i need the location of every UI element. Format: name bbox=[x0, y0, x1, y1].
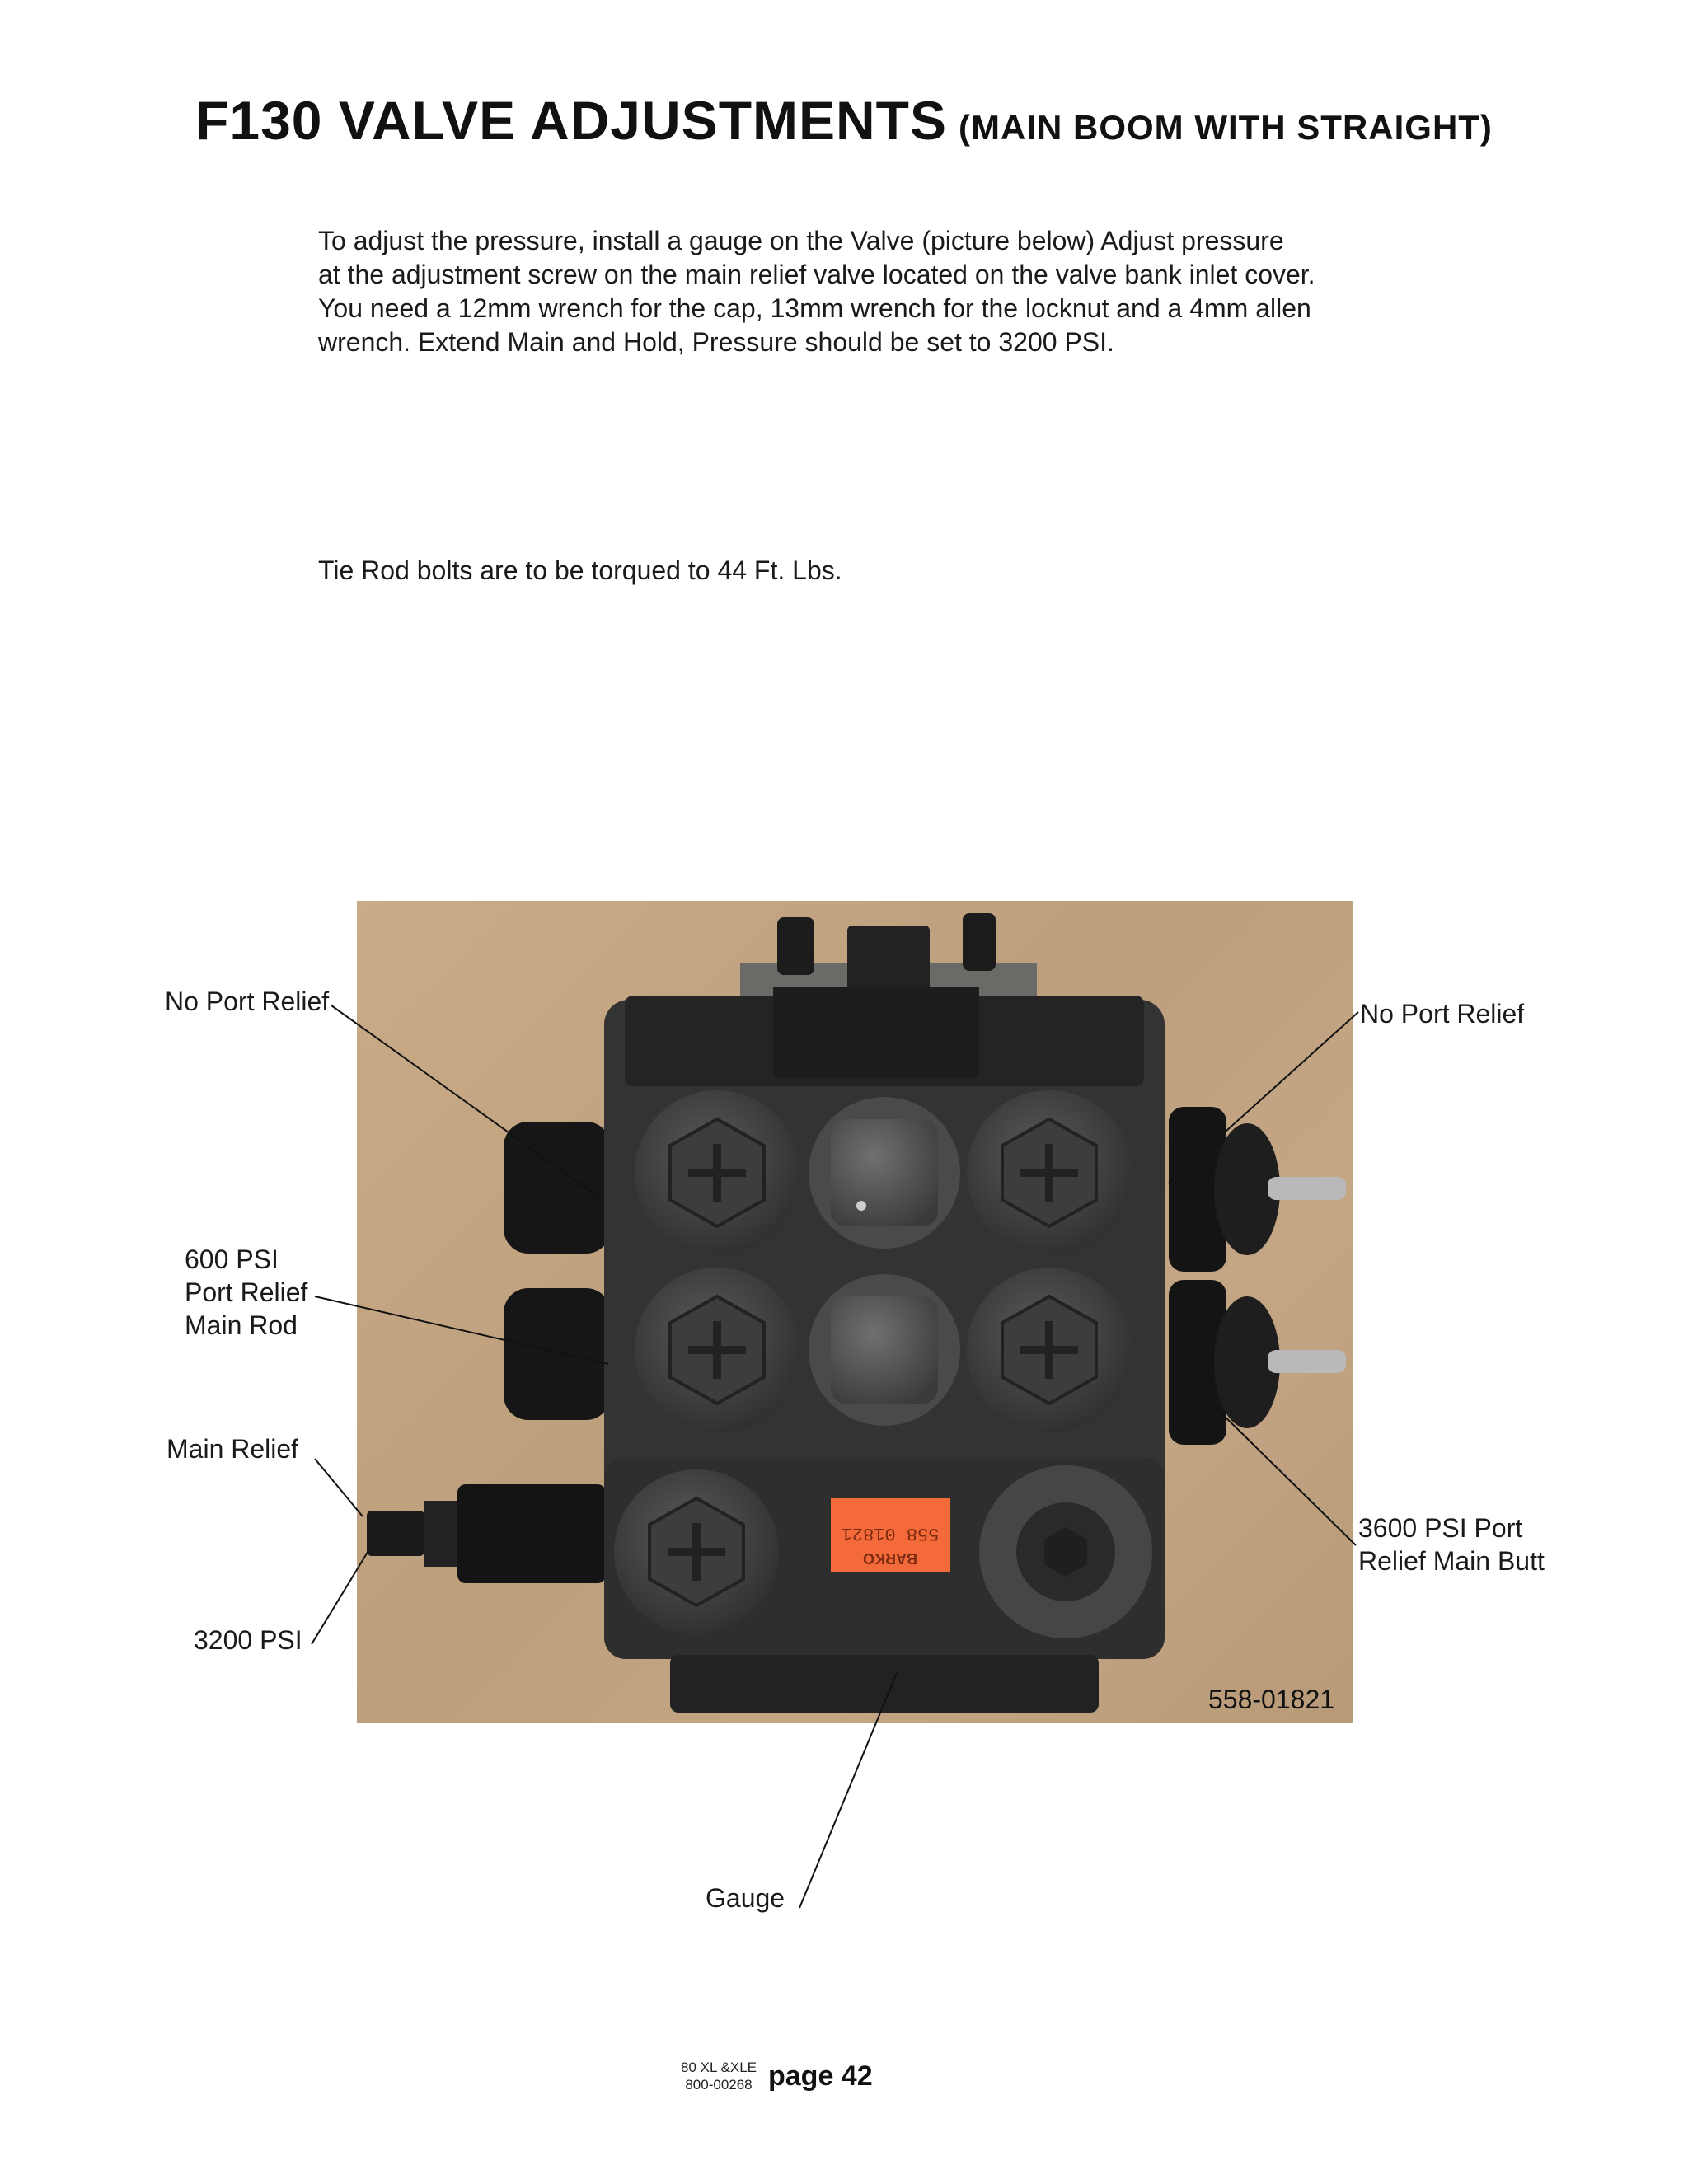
page-number: page 42 bbox=[768, 2060, 873, 2092]
title-main: F130 VALVE ADJUSTMENTS bbox=[195, 90, 948, 151]
top-fitting-right bbox=[963, 913, 996, 971]
callout-gauge: Gauge bbox=[706, 1883, 785, 1913]
plug-upper bbox=[809, 1097, 960, 1249]
valve-top-block bbox=[773, 987, 979, 1078]
callout-main-relief: Main Relief bbox=[166, 1434, 299, 1464]
right-spool-cap-lower bbox=[1169, 1280, 1226, 1445]
intro-paragraph: To adjust the pressure, install a gauge … bbox=[318, 224, 1390, 359]
left-port-lower bbox=[504, 1288, 611, 1420]
callout-line: Main Rod bbox=[185, 1310, 298, 1340]
valve-illustration: 558 01821 BARKO bbox=[367, 913, 1346, 1713]
leader-main-relief bbox=[314, 1458, 363, 1517]
callout-no-port-relief-right: No Port Relief bbox=[1360, 999, 1525, 1029]
valve-photo: 558 01821 BARKO bbox=[357, 901, 1353, 1723]
nameplate-brand: BARKO bbox=[863, 1550, 917, 1567]
intro-line: You need a 12mm wrench for the cap, 13mm… bbox=[318, 293, 1311, 323]
callout-line: Relief Main Butt bbox=[1358, 1546, 1545, 1576]
relief-cap-top-left bbox=[635, 1090, 799, 1255]
title-subtitle: (MAIN BOOM WITH STRAIGHT) bbox=[959, 108, 1493, 147]
nameplate-number: 558 01821 bbox=[842, 1523, 940, 1544]
main-relief-body bbox=[457, 1484, 606, 1583]
callout-3600-psi-port-relief: 3600 PSI Port Relief Main Butt bbox=[1358, 1511, 1545, 1577]
callout-line: 3600 PSI Port bbox=[1358, 1513, 1523, 1543]
top-fitting-center bbox=[847, 926, 930, 991]
left-port-upper bbox=[504, 1122, 611, 1254]
main-relief-tip bbox=[367, 1511, 424, 1556]
top-fitting-left bbox=[777, 917, 814, 975]
page-title: F130 VALVE ADJUSTMENTS (MAIN BOOM WITH ST… bbox=[0, 89, 1688, 152]
plug-lower bbox=[809, 1274, 960, 1426]
intro-line: To adjust the pressure, install a gauge … bbox=[318, 226, 1284, 255]
relief-cap-mid-left bbox=[635, 1268, 799, 1432]
spool-rod-upper bbox=[1268, 1177, 1346, 1200]
footer-doc-info: 80 XL &XLE 800-00268 bbox=[681, 2059, 757, 2093]
bottom-fittings bbox=[670, 1655, 1099, 1713]
page-footer: 80 XL &XLE 800-00268 page 42 bbox=[681, 2059, 873, 2093]
relief-cap-mid-right bbox=[967, 1268, 1132, 1432]
barko-nameplate: 558 01821 BARKO bbox=[831, 1498, 950, 1572]
right-boots bbox=[1214, 1123, 1280, 1428]
intro-line: at the adjustment screw on the main reli… bbox=[318, 260, 1315, 289]
callout-line: 600 PSI bbox=[185, 1244, 279, 1274]
spool-rod-lower bbox=[1268, 1350, 1346, 1373]
callout-3200-psi: 3200 PSI bbox=[194, 1625, 302, 1655]
main-relief-nut bbox=[424, 1501, 457, 1567]
footer-doc-number: 800-00268 bbox=[685, 2077, 753, 2093]
relief-cap-top-right bbox=[967, 1090, 1132, 1255]
tie-rod-note: Tie Rod bolts are to be torqued to 44 Ft… bbox=[318, 555, 842, 585]
relief-cap-inlet bbox=[614, 1469, 779, 1634]
part-number: 558-01821 bbox=[1208, 1685, 1335, 1714]
callout-line: Port Relief bbox=[185, 1277, 308, 1307]
callout-600-psi-port-relief: 600 PSI Port Relief Main Rod bbox=[185, 1243, 307, 1342]
gauge-port bbox=[979, 1465, 1152, 1638]
callout-no-port-relief-left: No Port Relief bbox=[165, 987, 330, 1016]
intro-line: wrench. Extend Main and Hold, Pressure s… bbox=[318, 327, 1114, 357]
footer-model: 80 XL &XLE bbox=[681, 2060, 757, 2075]
